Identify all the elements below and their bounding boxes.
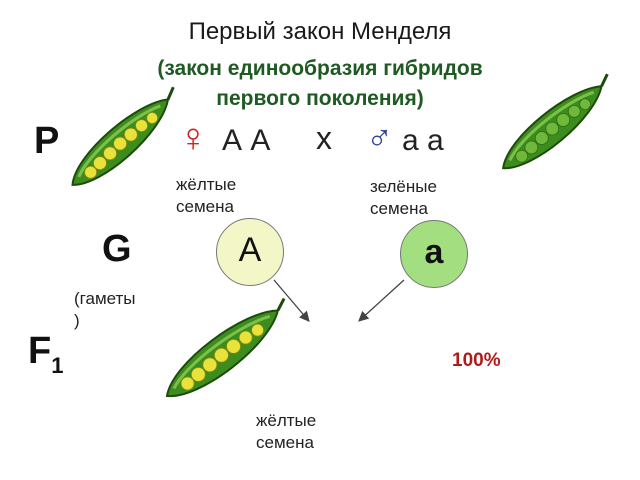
page-title: Первый закон Менделя — [188, 18, 452, 45]
offspring-phenotype-line-2: семена — [256, 433, 314, 452]
female-symbol-icon: ♀ — [178, 116, 208, 160]
gametes-label-line-2: ) — [74, 311, 80, 330]
male-genotype: а а — [402, 124, 444, 157]
female-gamete-circle: А — [216, 218, 284, 286]
male-symbol-icon: ♂ — [366, 117, 393, 158]
female-phenotype-line-1: жёлтые — [176, 175, 237, 194]
male-phenotype-caption: зелёные семена — [370, 176, 437, 220]
gametes-label-line-1: (гаметы — [74, 289, 136, 308]
pea-pod-green-parent-icon — [502, 73, 609, 170]
arrow-male-gamete — [358, 279, 405, 322]
subtitle-line-1: (закон единообразия гибридов — [157, 57, 483, 80]
arrow-female-gamete — [273, 279, 310, 322]
subtitle-line-2: первого поколения) — [216, 87, 424, 110]
f1-subscript: 1 — [51, 353, 64, 378]
offspring-percent: 100% — [452, 350, 501, 371]
f1-letter: F — [28, 330, 52, 372]
female-genotype: А А — [222, 124, 271, 157]
male-phenotype-line-1: зелёные — [370, 177, 437, 196]
cross-symbol: х — [316, 120, 332, 156]
pea-pod-yellow-parent-icon — [71, 86, 175, 186]
offspring-phenotype-caption: жёлтые семена — [256, 410, 316, 454]
female-phenotype-caption: жёлтые семена — [176, 174, 236, 218]
row-label-g: G — [102, 228, 132, 270]
page-subtitle: (закон единообразия гибридов первого пок… — [0, 54, 640, 114]
male-gamete-circle: а — [400, 220, 468, 288]
row-label-f1: F1 — [28, 330, 63, 379]
male-phenotype-line-2: семена — [370, 199, 428, 218]
row-label-p: P — [34, 120, 60, 162]
pea-pod-yellow-offspring-icon — [165, 297, 286, 397]
female-phenotype-line-2: семена — [176, 197, 234, 216]
offspring-phenotype-line-1: жёлтые — [256, 411, 317, 430]
gametes-label: (гаметы ) — [74, 288, 136, 332]
